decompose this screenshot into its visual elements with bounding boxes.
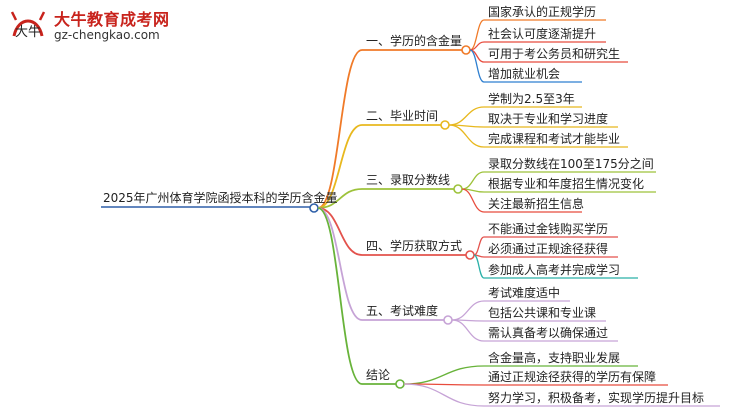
leaf-connector xyxy=(461,171,485,190)
branch-connector xyxy=(317,188,363,209)
leaf-connector xyxy=(403,365,485,385)
leaf-node: 关注最新招生信息 xyxy=(488,197,585,211)
leaf-node: 需认真备考以确保通过 xyxy=(488,326,609,340)
leaf-connector xyxy=(448,106,485,126)
branch-connector xyxy=(317,207,363,321)
leaf-connector xyxy=(469,49,485,83)
leaf-node: 取决于专业和学习进度 xyxy=(488,112,609,126)
site-url: gz-chengkao.com xyxy=(54,28,160,42)
leaf-node: 努力学习，积极备考，实现学历提升目标 xyxy=(488,391,705,405)
leaf-node: 参加成人高考并完成学习 xyxy=(488,263,621,277)
leaf-node: 录取分数线在100至175分之间 xyxy=(488,157,654,171)
leaf-node: 必须通过正规途径获得 xyxy=(488,242,609,256)
branch-connector xyxy=(317,207,363,256)
branch-connector-dot xyxy=(395,379,405,389)
branch-connector-dot xyxy=(461,45,471,55)
leaf-node: 国家承认的正规学历 xyxy=(488,5,597,19)
leaf-node: 考试难度适中 xyxy=(488,286,561,300)
leaf-node: 完成课程和考试才能毕业 xyxy=(488,132,621,146)
branch-connector xyxy=(317,49,363,209)
branch-connector xyxy=(317,207,363,385)
leaf-node: 社会认可度逐渐提升 xyxy=(488,27,597,41)
leaf-node: 通过正规途径获得的学历有保障 xyxy=(488,370,657,384)
leaf-node: 包括公共课和专业课 xyxy=(488,306,597,320)
branch-connector-dot xyxy=(443,315,453,325)
leaf-node: 增加就业机会 xyxy=(488,67,561,81)
leaf-connector xyxy=(448,124,485,148)
branch-admission-score: 三、录取分数线 xyxy=(366,173,451,187)
mindmap-root: 2025年广州体育学院函授本科的学历含金量 xyxy=(103,191,338,205)
leaf-connector xyxy=(451,319,485,342)
leaf-connector xyxy=(461,188,485,213)
branch-graduation-time: 二、毕业时间 xyxy=(366,109,439,123)
leaf-node: 学制为2.5至3年 xyxy=(488,92,575,106)
branch-value: 一、学历的含金量 xyxy=(366,34,463,48)
bull-logo-icon: 大牛 xyxy=(10,11,46,40)
site-logo: 大牛 大牛教育成考网 gz-chengkao.com xyxy=(0,0,210,52)
svg-text:大牛: 大牛 xyxy=(15,25,41,40)
leaf-node: 可用于考公务员和研究生 xyxy=(488,47,621,61)
leaf-node: 含金量高，支持职业发展 xyxy=(488,351,621,365)
site-name: 大牛教育成考网 xyxy=(54,10,170,29)
branch-connector-dot xyxy=(465,250,475,260)
branch-how-to-obtain: 四、学历获取方式 xyxy=(366,239,463,253)
leaf-connector xyxy=(451,300,485,321)
leaf-node: 不能通过金钱购买学历 xyxy=(488,222,609,236)
leaf-connector xyxy=(473,254,485,279)
branch-exam-difficulty: 五、考试难度 xyxy=(366,304,439,318)
leaf-node: 根据专业和年度招生情况变化 xyxy=(488,177,645,191)
branch-conclusion: 结论 xyxy=(366,368,391,382)
branch-connector-dot xyxy=(453,184,463,194)
leaf-connector xyxy=(473,236,485,256)
leaf-connector xyxy=(403,383,485,407)
branch-connector-dot xyxy=(440,120,450,130)
branch-connector xyxy=(317,124,363,209)
